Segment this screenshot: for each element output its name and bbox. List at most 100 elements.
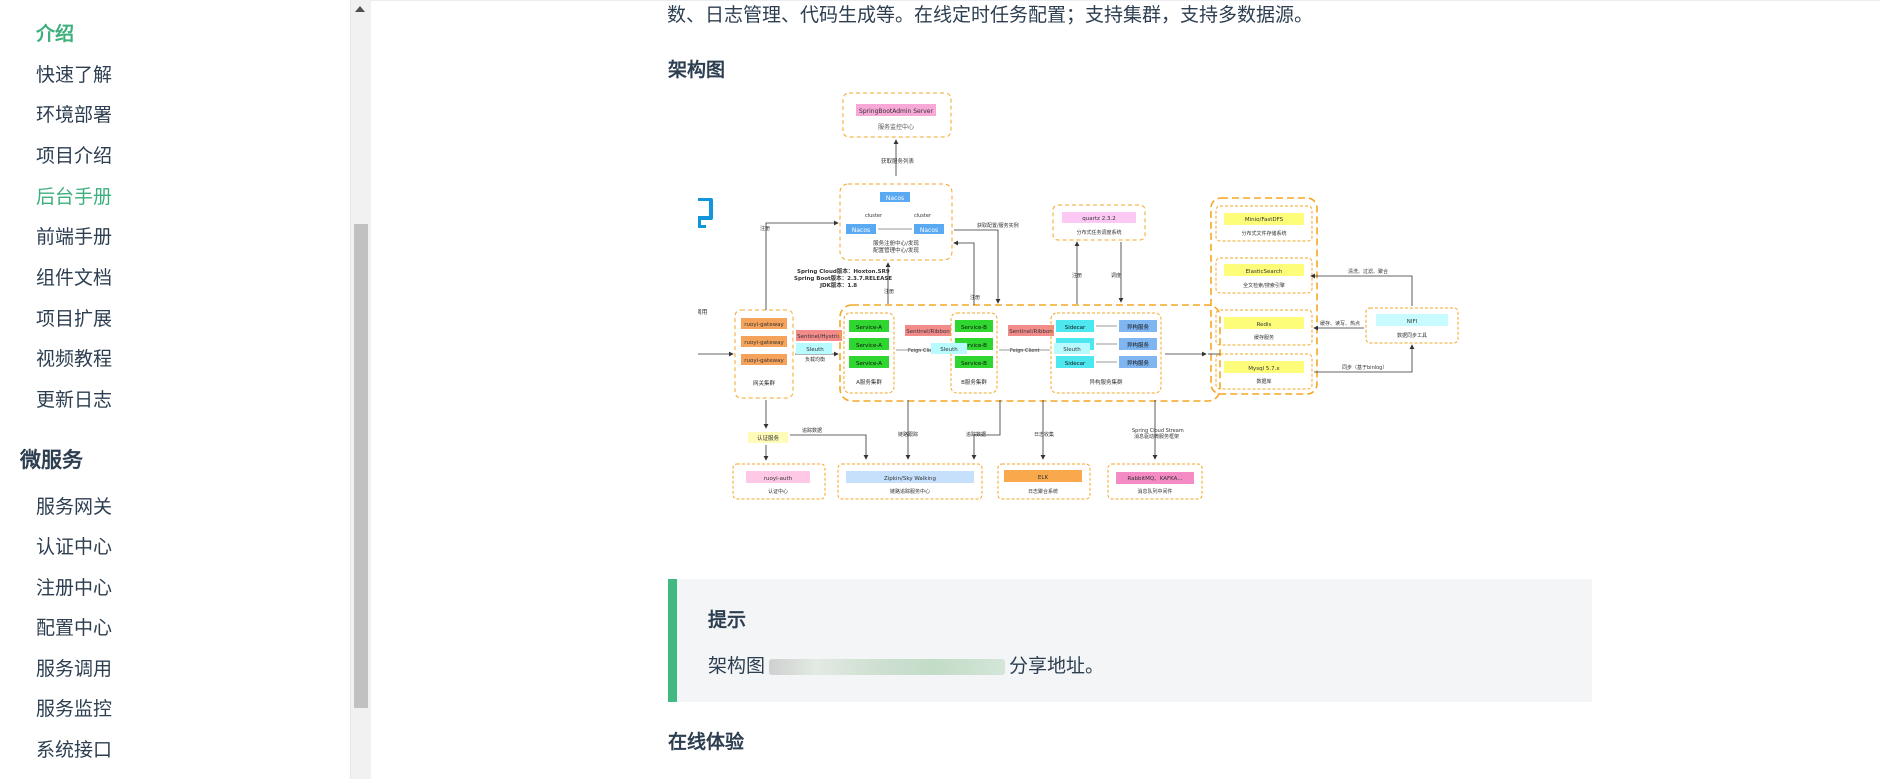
ruoyi-auth-caption: 认证中心 <box>768 488 788 495</box>
service-a-cluster: Service-A Service-A Service-A A服务集群 <box>843 312 895 394</box>
services-region <box>839 304 1221 402</box>
service-a-1: Service-A <box>856 325 882 331</box>
sidebar-item-registry[interactable]: 注册中心 <box>36 577 113 599</box>
sidebar-item-video-tutorial[interactable]: 视频教程 <box>36 348 113 370</box>
gateway-1: ruoyi-gateway <box>744 322 784 328</box>
sidebar-item-component-docs[interactable]: 组件文档 <box>36 267 113 289</box>
nifi-box: NIFI 数据同步工具 <box>1365 307 1459 344</box>
zipkin-label: Zipkin/Sky Walking <box>884 476 936 482</box>
stream-label-2: 消息驱动微服务框架 <box>1134 433 1179 440</box>
nacos-top-label: Nacos <box>886 195 904 202</box>
tip-title: 提示 <box>708 609 747 631</box>
mysql-box: Mysql 5.7.x 数据库 <box>1215 353 1313 390</box>
sidebar-item-config-center[interactable]: 配置中心 <box>36 617 113 639</box>
diagram-label-register: 获取服务列表 <box>881 157 915 165</box>
ruoyi-auth-label: ruoyi-auth <box>764 476 793 482</box>
service-b-1: Service-B <box>961 325 987 331</box>
tip-text: 架构图 分享地址。 <box>708 651 1104 678</box>
blurred-link[interactable] <box>769 658 1006 675</box>
tip-text-prefix: 架构图 <box>708 655 766 677</box>
sidebar-group-microservice[interactable]: 微服务 <box>20 448 83 472</box>
sidebar-item-intro[interactable]: 介绍 <box>36 23 75 45</box>
nacos-left-label: Nacos <box>852 227 870 234</box>
sidebar-item-project-intro[interactable]: 项目介绍 <box>36 145 113 167</box>
zipkin-caption: 链路追踪服务中心 <box>890 488 930 495</box>
sidebar-item-changelog[interactable]: 更新日志 <box>36 389 113 411</box>
nacos-caption-1: 服务注册中心/发现 <box>873 239 919 247</box>
monitor-icon <box>698 198 713 228</box>
mq-label: RabbitMQ、KAFKA... <box>1127 476 1182 482</box>
sidebar-item-frontend-manual[interactable]: 前端手册 <box>36 226 113 248</box>
other-service-3: 异构服务 <box>1127 359 1150 367</box>
redis-label: Redis <box>1257 322 1272 328</box>
sidebar-item-auth-center[interactable]: 认证中心 <box>36 536 113 558</box>
nacos-box: Nacos Nacos Nacos cluster cluster 服务注册中心… <box>839 183 953 261</box>
quartz-label: quartz 2.3.2 <box>1082 216 1115 222</box>
sentinel-ribbon-1: Sentinel/Ribbon <box>906 329 950 335</box>
top-divider <box>370 0 1880 1</box>
minio-caption: 分布式文件存储系统 <box>1241 230 1286 237</box>
redis-caption: 缓存服务 <box>1254 334 1274 341</box>
config-fetch-label: 获取配置/服务实例 <box>977 222 1019 229</box>
sleuth-label-2: Sleuth <box>940 347 958 353</box>
auth-service-label: 认证服务 <box>757 434 780 442</box>
gateway-cluster-box: ruoyi-gateway ruoyi-gateway ruoyi-gatewa… <box>734 309 794 399</box>
architecture-diagram: API调用 SpringBootAdmin Server 服务监控中心 获取服务… <box>698 92 1459 500</box>
service-a-3: Service-A <box>856 361 882 367</box>
elk-caption: 日志聚合系统 <box>1028 488 1058 495</box>
sidebar-item-service-monitor[interactable]: 服务监控 <box>36 698 113 720</box>
heading-architecture: 架构图 <box>668 59 726 81</box>
sidecar-1: Sidecar <box>1065 325 1086 331</box>
diagram-label-api-call: API调用 <box>698 308 708 316</box>
heading-online-demo: 在线体验 <box>668 731 745 753</box>
stream-label-1: Spring Cloud Stream <box>1132 428 1184 434</box>
log-collect-label: 日志收集 <box>1034 431 1054 438</box>
nifi-caption: 数据同步工具 <box>1397 332 1427 339</box>
scroll-up-arrow-icon[interactable] <box>355 6 365 12</box>
gateway-2: ruoyi-gateway <box>744 340 784 346</box>
mysql-label: Mysql 5.7.x <box>1248 366 1280 372</box>
gateway-caption: 网关集群 <box>753 379 776 387</box>
sidebar-item-env-deploy[interactable]: 环境部署 <box>36 104 113 126</box>
scrollbar-thumb[interactable] <box>354 224 368 708</box>
sidecar-caption: 异构服务集群 <box>1089 378 1123 386</box>
service-b-cluster: Service-B Service-B Service-B B服务集群 <box>950 312 998 394</box>
intro-paragraph-tail: 数、日志管理、代码生成等。在线定时任务配置；支持集群，支持多数据源。 <box>667 4 1314 26</box>
services-reg-label: 注册 <box>884 288 894 295</box>
sync-data-label: 同步（基于binlog） <box>1342 364 1387 371</box>
admin-server-label: SpringBootAdmin Server <box>859 108 933 115</box>
elk-label: ELK <box>1038 475 1049 481</box>
sidebar-item-system-api[interactable]: 系统接口 <box>36 739 113 761</box>
es-box: ElasticSearch 全文检索/搜索引擎 <box>1215 257 1313 294</box>
sidebar-scrollbar[interactable] <box>350 0 371 779</box>
other-service-1: 异构服务 <box>1127 323 1150 331</box>
quartz-caption: 分布式任务调度系统 <box>1076 229 1121 236</box>
schedule-label: 调度 <box>1111 272 1121 279</box>
feign-client-1: Feign Client <box>908 348 938 354</box>
trace-data-label-1: 追踪数据 <box>802 427 822 434</box>
tip-box: 提示 架构图 分享地址。 <box>668 579 1592 702</box>
sidebar-item-project-extend[interactable]: 项目扩展 <box>36 308 113 330</box>
es-caption: 全文检索/搜索引擎 <box>1243 282 1285 289</box>
trace-data-label-2: 追踪数据 <box>966 431 986 438</box>
nacos-cluster-label-2: cluster <box>914 213 932 219</box>
sidebar-item-service-call[interactable]: 服务调用 <box>36 658 113 680</box>
elk-box: ELK 日志聚合系统 <box>997 463 1091 500</box>
feign-client-2: Feign Client <box>1010 348 1040 354</box>
mysql-caption: 数据库 <box>1256 378 1271 385</box>
tip-text-suffix: 分享地址。 <box>1009 655 1105 677</box>
zipkin-box: Zipkin/Sky Walking 链路追踪服务中心 <box>837 463 983 500</box>
service-b-3: Service-B <box>961 361 987 367</box>
sidebar-item-gateway[interactable]: 服务网关 <box>36 496 113 518</box>
minio-box: Minio/FastDFS 分布式文件存储系统 <box>1215 205 1313 242</box>
quartz-reg-label: 注册 <box>1072 272 1082 279</box>
ruoyi-auth-box: ruoyi-auth 认证中心 <box>732 463 826 500</box>
sentinel-hystrix-label: Sentinel/Hystrix <box>797 334 841 340</box>
storage-region <box>1210 197 1318 395</box>
sidebar-item-quick-start[interactable]: 快速了解 <box>36 64 113 86</box>
lb-label: 负载均衡 <box>805 356 825 363</box>
gateway-reg-label: 注册 <box>760 225 770 232</box>
service-a-2: Service-A <box>856 343 882 349</box>
sidebar-item-backend-manual[interactable]: 后台手册 <box>36 186 113 208</box>
sentinel-ribbon-2: Sentinel/Ribbon <box>1009 329 1053 335</box>
